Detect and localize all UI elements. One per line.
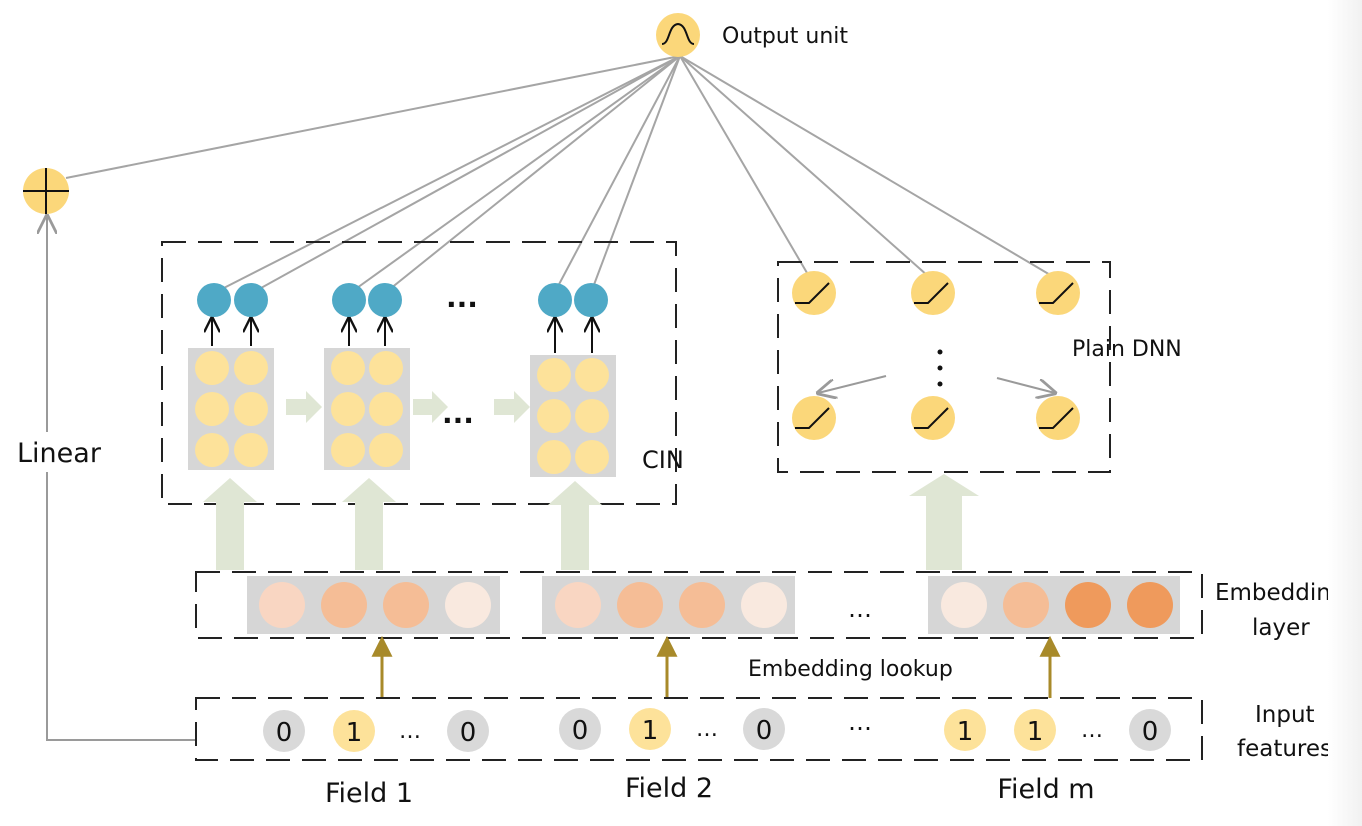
input-value: 0 [460,718,477,748]
plain-dnn-label: Plain DNN [1072,337,1182,362]
relu-icon [795,407,830,429]
dnn-unit [911,271,955,315]
input-features-label-1: Input [1255,702,1315,728]
relu-icon [914,407,949,429]
input-ellipsis: … [1081,718,1103,743]
embedding-vector [928,576,1180,634]
cin-feature-map [188,348,274,470]
field-m-inputs: 1 1 … 0 [944,709,1171,751]
page-edge-shadow [1328,0,1362,826]
embedding-vector [247,576,500,634]
linear-label: Linear [17,438,102,469]
field-2-inputs: 0 1 … 0 [559,708,785,750]
cin-flow-arrows [286,391,530,423]
dnn-unit [1036,271,1080,315]
cin-ellipsis-middle: ··· [442,404,474,437]
input-value: 1 [642,716,659,746]
output-unit: Output unit [656,13,848,57]
cin-feature-map [324,348,410,470]
embedding-ellipsis: … [848,595,872,623]
field-label: Field 2 [625,773,713,804]
plus-icon [23,168,69,214]
input-value: 1 [1027,717,1044,747]
embedding-layer-label-2: layer [1252,615,1310,641]
cin-feature-map [530,355,616,477]
input-features-layer: 0 1 … 0 0 1 … 0 … 1 1 … 0 Input featu [195,697,1332,762]
output-connections [65,55,1053,294]
input-value: 0 [572,716,589,746]
input-features-label-2: features [1237,736,1332,762]
embedding-lookup-arrows [371,635,1061,698]
cin-block: CIN ··· ··· [161,241,684,505]
output-unit-label: Output unit [722,24,848,49]
linear-path: Linear [14,216,195,741]
input-ellipsis: … [696,717,718,742]
dnn-unit [1036,396,1080,440]
relu-icon [914,282,949,304]
relu-icon [1039,407,1074,429]
input-value: 0 [756,716,773,746]
cin-pooled-units [197,283,608,317]
field-label: Field m [997,774,1094,805]
embedding-lookup-label: Embedding lookup [748,657,953,682]
embedding-to-model-arrows [203,474,979,570]
field-1-inputs: 0 1 … 0 [263,710,489,752]
plain-dnn-block: Plain DNN [777,261,1182,473]
relu-icon [1039,282,1074,304]
input-value: 1 [346,718,363,748]
embedding-vector [542,576,795,634]
input-value: 0 [276,718,293,748]
cin-output-arrows [212,318,592,353]
sum-node [23,168,69,214]
dnn-vertical-dots [937,349,943,387]
input-ellipsis-between-fields: … [848,708,872,736]
dnn-internal-arrows [818,375,1055,393]
embedding-layer-label-1: Embedding [1215,580,1345,606]
input-ellipsis: … [399,719,421,744]
dnn-unit [911,396,955,440]
cin-ellipsis-top: ··· [446,288,478,321]
relu-icon [795,282,830,304]
sigmoid-icon [661,22,695,45]
embedding-layer: … Embedding layer [195,571,1345,641]
cin-label: CIN [642,446,684,474]
dnn-unit [792,396,836,440]
input-value: 0 [1142,717,1159,747]
field-label: Field 1 [325,778,413,809]
input-value: 1 [957,717,974,747]
dnn-unit [792,271,836,315]
